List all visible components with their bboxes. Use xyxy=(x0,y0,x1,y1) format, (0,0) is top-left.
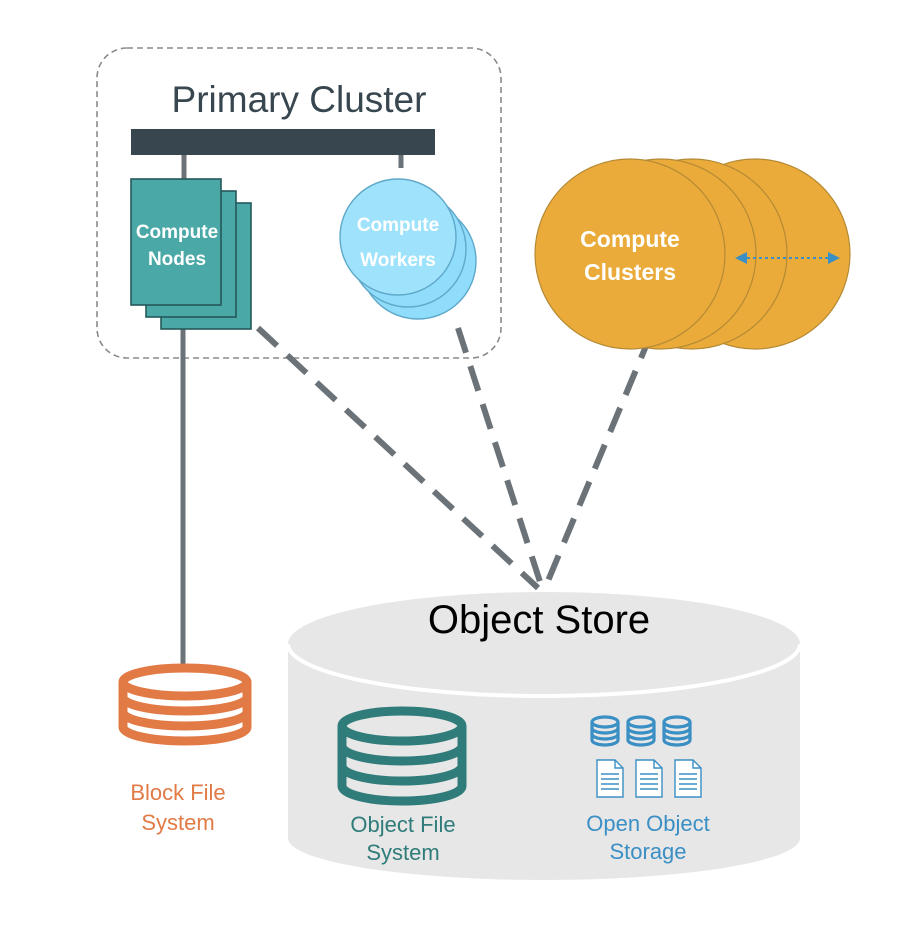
compute-nodes-stack: Compute Nodes xyxy=(130,178,252,330)
object-store-connectors xyxy=(255,325,654,591)
block-file-system-icon xyxy=(118,663,252,746)
object-file-system-label-line2: System xyxy=(366,840,439,865)
compute-workers-label-line2: Workers xyxy=(360,250,436,271)
document-icon xyxy=(635,759,663,798)
compute-workers-stack: Compute Workers xyxy=(339,178,477,320)
compute-clusters-label-line2: Clusters xyxy=(584,259,676,285)
document-icon xyxy=(596,759,624,798)
compute-nodes-label-line1: Compute xyxy=(136,222,218,243)
object-file-system-label-line1: Object File xyxy=(350,812,455,837)
object-store-title: Object Store xyxy=(428,598,650,642)
block-file-system-label-line2: System xyxy=(141,810,214,835)
compute-clusters-label-line1: Compute xyxy=(580,226,680,252)
compute-nodes-label-line2: Nodes xyxy=(148,249,206,270)
scale-arrow-left-head xyxy=(735,252,747,264)
object-file-system-icon xyxy=(337,706,467,806)
open-object-storage-db-icons xyxy=(590,715,692,747)
compute-workers-label-line1: Compute xyxy=(357,215,439,236)
compute-clusters-stack: Compute Clusters xyxy=(534,158,851,350)
primary-cluster-title: Primary Cluster xyxy=(172,79,427,120)
small-database-icon xyxy=(626,715,656,747)
open-object-storage-label-line1: Open Object xyxy=(586,811,710,836)
open-object-storage-doc-icons xyxy=(596,759,702,798)
object-store-cylinder: Object Store xyxy=(286,592,802,880)
open-object-storage-label-line2: Storage xyxy=(609,839,686,864)
scale-arrow-right-head xyxy=(828,252,840,264)
document-icon xyxy=(674,759,702,798)
block-file-system-label-line1: Block File xyxy=(130,780,225,805)
connector-workers-to-store xyxy=(455,327,545,589)
connector-nodes-to-store xyxy=(255,325,541,591)
small-database-icon xyxy=(662,715,692,747)
small-database-icon xyxy=(590,715,620,747)
connector-clusters-to-store xyxy=(542,332,654,590)
primary-cluster-boundary xyxy=(96,47,502,359)
cluster-bus-bar xyxy=(131,129,435,155)
